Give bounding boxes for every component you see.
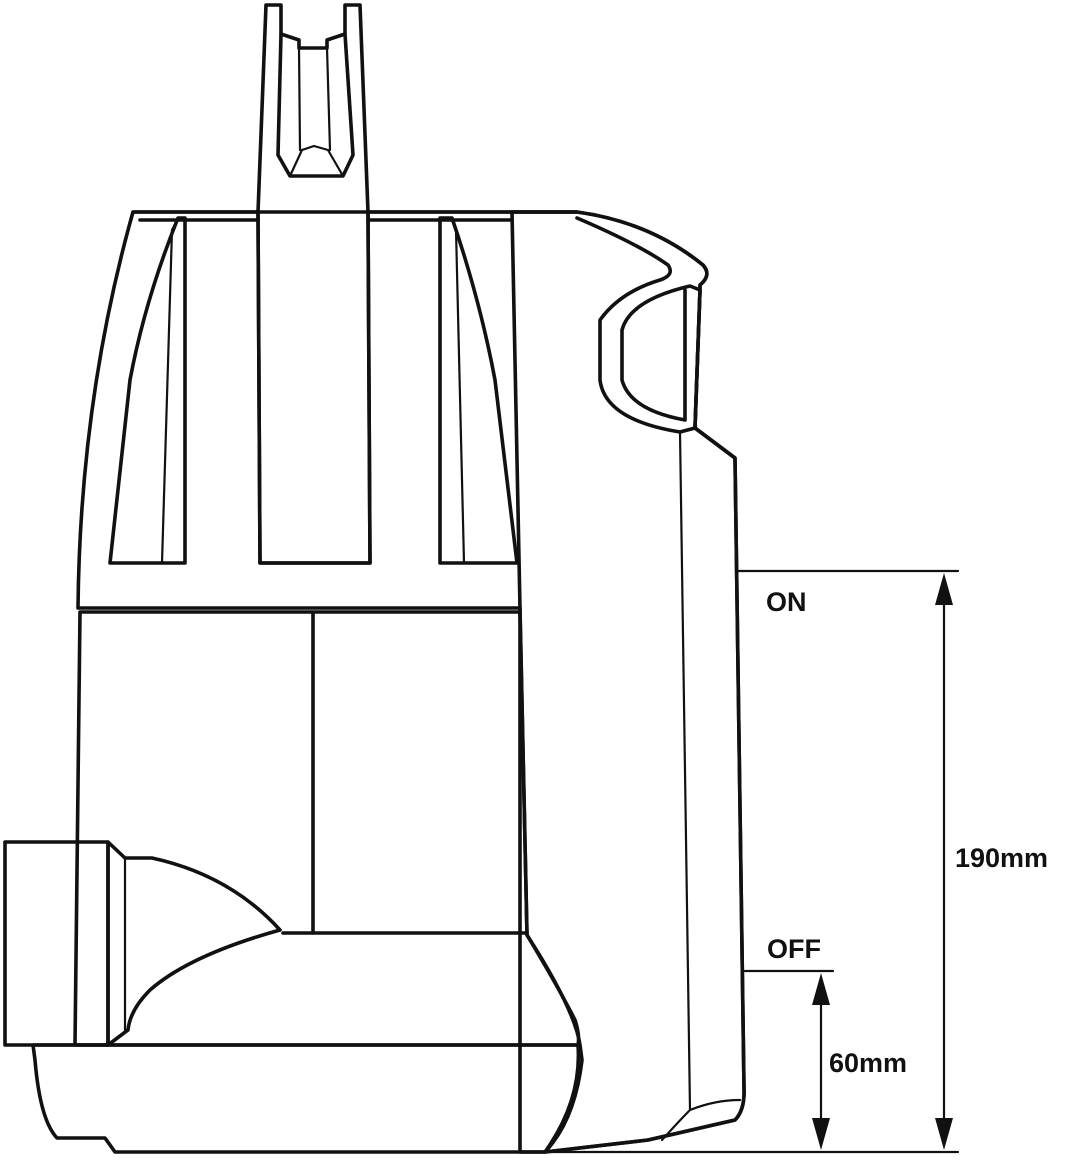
housing-top-body bbox=[76, 210, 746, 1154]
left-rib bbox=[108, 216, 187, 565]
measurement-annotations: ON OFF 190mm 60mm bbox=[538, 569, 1048, 1154]
outlet-pipe bbox=[106, 840, 282, 1047]
right-rib-inner bbox=[454, 228, 466, 565]
rear-handle-hook bbox=[575, 216, 702, 434]
handle bbox=[256, 3, 372, 565]
blue-motor-section bbox=[73, 610, 581, 1047]
arrow-head-up-60 bbox=[812, 973, 830, 1005]
arrow-head-up-190 bbox=[935, 573, 953, 605]
arrow-head-down-60 bbox=[812, 1118, 830, 1150]
pump-base bbox=[31, 1043, 581, 1154]
rear-panel-line bbox=[660, 430, 742, 1142]
height-60mm-label: 60mm bbox=[829, 1048, 907, 1078]
off-label: OFF bbox=[767, 934, 821, 964]
handle-inner-lines bbox=[288, 46, 345, 178]
right-rib bbox=[438, 216, 519, 565]
handle-grip bbox=[256, 3, 372, 565]
left-rib-inner bbox=[160, 216, 180, 565]
base-foot bbox=[31, 1043, 581, 1154]
on-label: ON bbox=[766, 587, 807, 617]
pump-housing bbox=[76, 210, 746, 1154]
handle-inner-recess bbox=[276, 32, 355, 178]
height-190mm-label: 190mm bbox=[955, 843, 1048, 873]
outlet-nozzle bbox=[3, 840, 282, 1047]
arrow-head-down-190 bbox=[935, 1118, 953, 1150]
water-level-zone bbox=[73, 610, 581, 1047]
housing-side-panel bbox=[510, 210, 746, 1154]
outlet-connector bbox=[3, 840, 110, 1047]
